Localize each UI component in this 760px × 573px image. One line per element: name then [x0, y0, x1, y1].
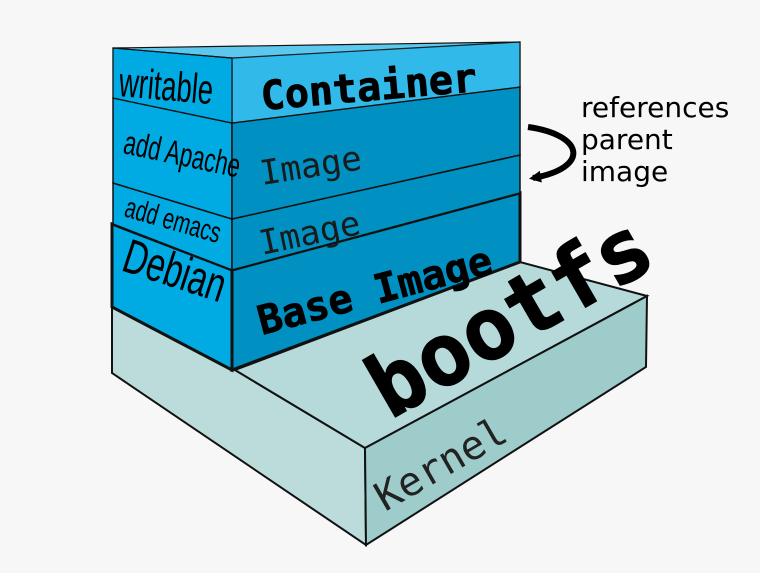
note-line: references — [581, 91, 730, 124]
kernel-front-face — [363, 294, 649, 547]
references-parent-image-note: references parent image — [581, 92, 756, 188]
container-top-edge — [112, 47, 233, 59]
note-line: image — [581, 155, 669, 188]
writable-side-label: writable — [116, 59, 215, 113]
layer-apache: add Apache Image — [112, 86, 521, 221]
layer-debian: Debian Base Image — [110, 191, 522, 373]
reference-arrow — [527, 124, 577, 183]
note-line: parent — [581, 123, 673, 156]
layer-container: writable Container — [112, 41, 521, 124]
